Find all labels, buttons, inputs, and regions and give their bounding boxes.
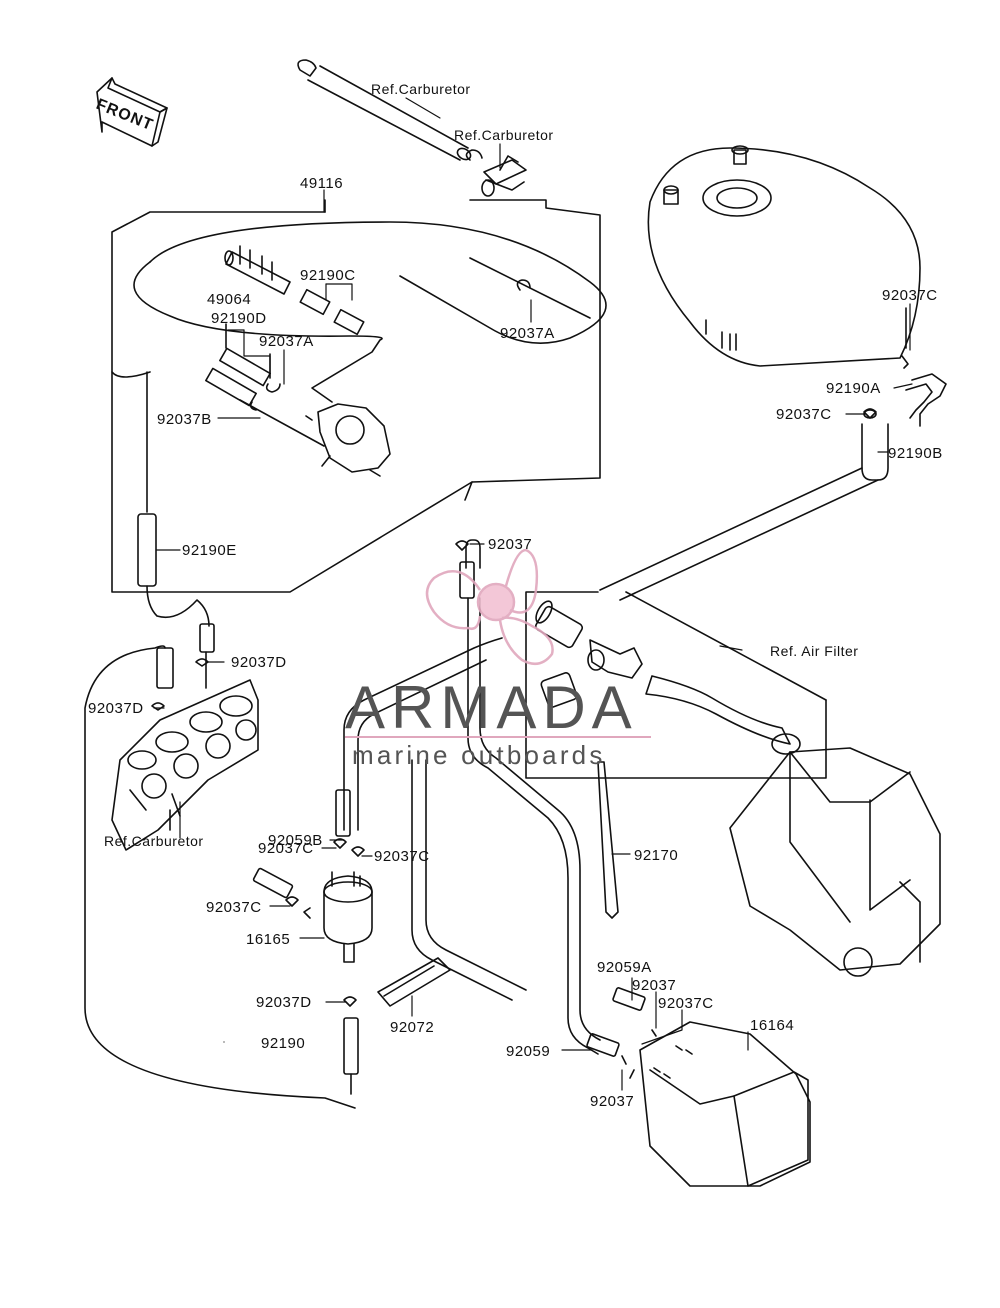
part-label-92037B[interactable]: 92037B: [157, 411, 212, 428]
front-arrow-icon: [96, 77, 168, 147]
watermark-rule: [345, 736, 651, 738]
vacuum-valve: [239, 399, 391, 477]
part-label-92170[interactable]: 92170: [634, 847, 679, 864]
center-hoses: [335, 539, 601, 1055]
part-label-49116[interactable]: 49116: [300, 175, 344, 192]
part-label-16165[interactable]: 16165: [246, 931, 291, 948]
part-label-92037C-mid2[interactable]: 92037C: [374, 848, 430, 865]
part-label-92190B[interactable]: 92190B: [888, 445, 943, 462]
canister-16164: [639, 1021, 811, 1187]
ref-carburetor-label-fitting: Ref.Carburetor: [454, 127, 554, 143]
part-label-92190C[interactable]: 92190C: [300, 267, 356, 284]
air-filter-fittings: [534, 600, 801, 755]
hoses-92059: [586, 987, 657, 1079]
cross-hoses: [525, 467, 879, 779]
part-label-92037C-right[interactable]: 92037C: [776, 406, 832, 423]
part-label-92037D-upper[interactable]: 92037D: [231, 654, 287, 671]
ref-air-filter-label: Ref. Air Filter: [770, 643, 859, 659]
part-label-92059A[interactable]: 92059A: [597, 959, 652, 976]
part-label-92037-low[interactable]: 92037: [632, 977, 677, 994]
fuel-tank: [647, 145, 921, 367]
watermark-brand: ARMADA: [345, 674, 638, 741]
ref-carburetor-label-top: Ref.Carburetor: [371, 81, 471, 97]
part-label-16164[interactable]: 16164: [750, 1017, 795, 1034]
hose-carb-link: [84, 623, 356, 1109]
part-label-92037D-left[interactable]: 92037D: [88, 700, 144, 717]
part-label-92190D[interactable]: 92190D: [211, 310, 267, 327]
part-label-92037A-right[interactable]: 92037A: [500, 325, 555, 342]
part-label-92190[interactable]: 92190: [261, 1035, 306, 1052]
part-label-92059B[interactable]: 92059B: [268, 832, 323, 849]
t-fitting-top: [465, 149, 527, 197]
watermark-tagline: marine outboards: [352, 740, 606, 770]
part-label-92037D-low[interactable]: 92037D: [256, 994, 312, 1011]
band-92072: [377, 957, 451, 1007]
clamps: [151, 279, 877, 1007]
part-label-92037C-canister[interactable]: 92037C: [658, 995, 714, 1012]
part-label-92190A[interactable]: 92190A: [826, 380, 881, 397]
part-label-92037-bottom[interactable]: 92037: [590, 1093, 635, 1110]
part-label-92037C-low[interactable]: 92037C: [206, 899, 262, 916]
part-label-92037C-tank[interactable]: 92037C: [882, 287, 938, 304]
part-label-92037-center[interactable]: 92037: [488, 536, 533, 553]
part-label-92037A-left[interactable]: 92037A: [259, 333, 314, 350]
part-label-92190E[interactable]: 92190E: [182, 542, 237, 559]
hose-92190C: [299, 288, 365, 336]
part-label-49064[interactable]: 49064: [207, 291, 252, 308]
top-hose: [297, 59, 472, 161]
fuel-filter-16165: [252, 867, 373, 963]
part-label-92059[interactable]: 92059: [506, 1043, 551, 1060]
ref-carburetor-label-bottom: Ref.Carburetor: [104, 833, 204, 849]
strap-92170: [597, 761, 619, 919]
left-frame-outline: [111, 199, 601, 593]
air-filter-box: [729, 747, 941, 977]
propeller-logo-icon: [425, 548, 554, 666]
carburetor-bank: [111, 679, 259, 851]
inner-bundle-outline: [133, 221, 607, 403]
valve-49064: [224, 245, 291, 295]
part-label-92072[interactable]: 92072: [390, 1019, 435, 1036]
part-label-92037C-mid-a[interactable]: 92037C: [258, 840, 314, 857]
leader-lines: [153, 97, 913, 1091]
hose-92190: [343, 1017, 359, 1095]
